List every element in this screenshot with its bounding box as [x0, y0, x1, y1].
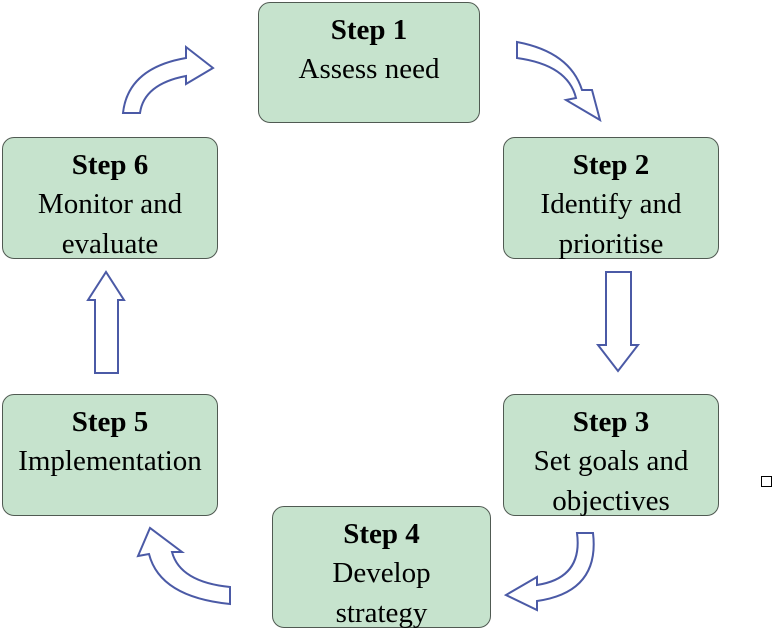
step-1-description: Assess need [298, 53, 440, 85]
curved-arrow-icon [121, 44, 215, 114]
step-3-description-line-1: Set goals and [533, 445, 689, 477]
step-3-description-line-2: objectives [552, 485, 670, 517]
square-marker-icon [761, 476, 772, 487]
step-3-box: Step 3 Set goals and objectives [503, 394, 719, 517]
step-2-box: Step 2 Identify and prioritise [503, 137, 719, 260]
down-arrow-icon [595, 271, 641, 373]
step-5-box: Step 5 Implementation [2, 394, 218, 516]
step-2-description-line-1: Identify and [540, 188, 682, 220]
step-4-description-line-2: strategy [335, 597, 428, 629]
step-4-title: Step 4 [343, 518, 420, 550]
step-1-box: Step 1 Assess need [258, 2, 480, 123]
curved-arrow-icon [516, 40, 602, 123]
step-5-title: Step 5 [71, 406, 149, 438]
curved-arrow-icon [503, 532, 595, 612]
step-5-description: Implementation [18, 445, 202, 477]
step-6-description-line-2: evaluate [61, 228, 159, 260]
step-2-title: Step 2 [572, 149, 650, 181]
step-4-box: Step 4 Develop strategy [272, 506, 491, 629]
step-6-box: Step 6 Monitor and evaluate [2, 137, 218, 260]
up-arrow-icon [86, 270, 126, 374]
step-3-title: Step 3 [572, 406, 650, 438]
step-6-description-line-1: Monitor and [37, 188, 183, 220]
curved-arrow-icon [136, 526, 231, 606]
step-1-title: Step 1 [330, 14, 408, 46]
step-6-title: Step 6 [71, 149, 149, 181]
step-2-description-line-2: prioritise [558, 228, 664, 260]
step-4-description-line-1: Develop [332, 557, 431, 589]
